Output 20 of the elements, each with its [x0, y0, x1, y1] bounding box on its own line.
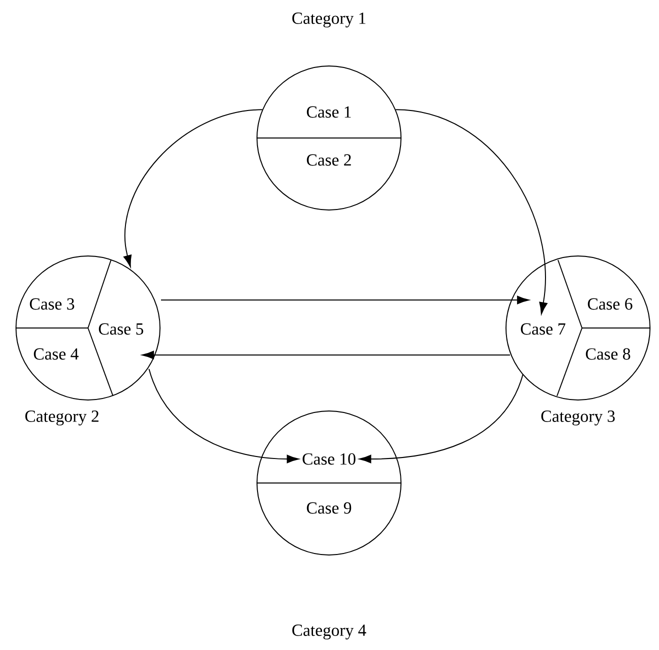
- category-label: Category 3: [541, 410, 615, 426]
- arrow: [395, 109, 548, 314]
- case-label: Case 3: [30, 298, 74, 310]
- case-label: Case 4: [34, 348, 79, 360]
- arrow: [123, 109, 263, 268]
- arrow: [359, 374, 524, 464]
- case-label: Case 10: [302, 453, 356, 465]
- case-label: Case 1: [306, 106, 351, 118]
- case-label: Case 7: [520, 323, 566, 335]
- case-label: Case 9: [306, 502, 352, 514]
- case-label: Case 5: [98, 323, 144, 335]
- case-label: Case 6: [588, 298, 632, 310]
- case-label: Case 8: [586, 348, 630, 360]
- arrow: [142, 350, 510, 360]
- category-label: Category 4: [292, 624, 366, 640]
- arrow: [148, 368, 299, 464]
- case-label: Case 2: [306, 154, 351, 166]
- category-label: Category 2: [25, 410, 98, 426]
- arrow: [160, 296, 530, 304]
- category-label: Category 1: [292, 12, 366, 28]
